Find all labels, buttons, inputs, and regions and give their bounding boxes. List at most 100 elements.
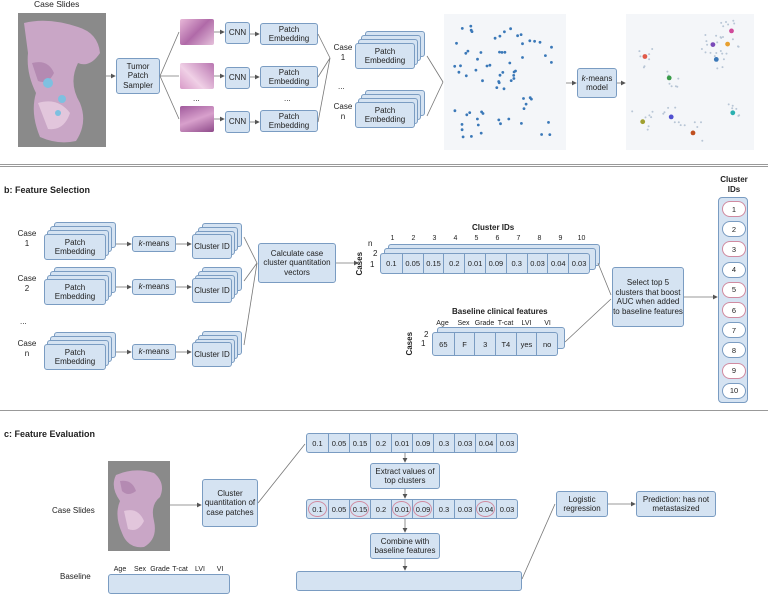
cluster-id-item: 3 xyxy=(722,241,746,258)
cluster-centroid xyxy=(729,28,734,34)
value-cell: 0.03 xyxy=(454,500,475,518)
clustered-point xyxy=(700,121,702,124)
clustered-point xyxy=(727,23,730,26)
stack-2-label: 2 xyxy=(373,249,378,258)
value-cell: 0.04 xyxy=(475,434,496,452)
value-cell: 0.04 xyxy=(547,254,568,273)
value-cell: 0.01 xyxy=(391,434,412,452)
clustered-point xyxy=(639,55,642,58)
embedding-point xyxy=(455,41,458,45)
column-header: Age xyxy=(113,566,127,573)
embedding-point xyxy=(538,40,542,44)
calculate-vectors-box: Calculate case cluster quantitation vect… xyxy=(258,243,336,283)
case-slide-image-a xyxy=(18,13,106,147)
clustered-point xyxy=(719,36,722,39)
embedding-point xyxy=(457,70,461,74)
embedding-point xyxy=(509,27,512,31)
panel-a-arrows xyxy=(106,29,626,125)
clustered-point xyxy=(638,50,641,53)
embedding-point xyxy=(479,131,483,135)
value-cell: 0.09 xyxy=(412,434,433,452)
prediction-box: Prediction: has not metastasized xyxy=(636,491,716,517)
patch-embedding-1: Patch Embedding xyxy=(260,23,318,45)
panel-c-feature-evaluation: c: Feature Evaluation Case Slides Cluste… xyxy=(0,410,768,594)
selected-value-circle xyxy=(476,501,495,517)
tissue-patch-2 xyxy=(180,63,214,89)
embedding-point xyxy=(516,34,519,38)
embedding-point xyxy=(547,121,550,124)
clustered-point xyxy=(732,19,735,22)
clustered-point xyxy=(737,45,739,48)
embedding-point xyxy=(533,39,536,43)
embedding-point xyxy=(524,102,528,106)
clustered-point xyxy=(722,36,724,38)
b-case-ellipsis: ... xyxy=(20,317,27,326)
cluster-centroid xyxy=(690,130,696,136)
embedding-point xyxy=(481,79,484,83)
clustered-point xyxy=(674,106,677,109)
clustered-point xyxy=(704,34,707,36)
tissue-patch-1 xyxy=(180,19,214,45)
clustered-point xyxy=(677,121,680,124)
b-cluster-id-stack-1: Cluster ID xyxy=(192,223,246,259)
clustered-point xyxy=(725,52,728,55)
embedding-point xyxy=(498,73,502,77)
value-cell: 0.03 xyxy=(496,434,517,452)
clustered-point xyxy=(648,114,651,117)
embedding-point xyxy=(512,77,516,80)
clustered-point xyxy=(670,85,673,88)
embedding-point xyxy=(476,117,479,121)
b-kmeans-2: k-means xyxy=(132,279,176,295)
case-ellipsis: ... xyxy=(338,82,345,91)
embedding-point xyxy=(470,135,473,138)
embedding-point xyxy=(488,63,492,67)
case-slides-label: Case Slides xyxy=(34,0,80,9)
embedding-scatter-plot xyxy=(444,14,566,150)
embedding-point xyxy=(540,133,543,136)
column-header: 8 xyxy=(537,235,542,242)
b-embedding-stack-1: Patch Embedding xyxy=(44,222,120,260)
extract-top-clusters-box: Extract values of top clusters xyxy=(370,463,440,489)
cnn-block-3: CNN xyxy=(225,111,250,133)
cnn-block-1: CNN xyxy=(225,22,250,44)
embedding-point xyxy=(507,117,511,121)
value-cell: 0.15 xyxy=(349,434,370,452)
value-cell: 0.05 xyxy=(328,500,349,518)
b-embedding-stack-2: Patch Embedding xyxy=(44,267,120,305)
b-kmeans-1: k-means xyxy=(132,236,176,252)
right-cluster-ids-title: Cluster IDs xyxy=(720,175,748,194)
value-cell: 65 xyxy=(439,339,448,349)
embedding-point xyxy=(461,135,465,139)
embedding-point xyxy=(519,33,523,36)
case-n-embedding-stack: Patch Embedding xyxy=(355,90,427,128)
cluster-id-item: 7 xyxy=(722,322,746,339)
column-header: VI xyxy=(544,320,551,327)
clustered-point xyxy=(668,82,671,85)
column-header: Sex xyxy=(457,320,470,327)
clustered-point xyxy=(715,52,718,54)
case-slide-image-c xyxy=(108,461,170,551)
patch-embedding-2: Patch Embedding xyxy=(260,66,318,88)
b-cluster-id-stack-2: Cluster ID xyxy=(192,267,246,303)
selected-value-circle xyxy=(392,501,411,517)
clustered-point xyxy=(648,58,651,61)
embedding-point xyxy=(502,87,506,91)
value-cell: 0.03 xyxy=(568,254,589,273)
embedding-point xyxy=(500,51,504,54)
cluster-id-item: 10 xyxy=(722,382,746,399)
column-header: 3 xyxy=(432,235,437,242)
embedding-point xyxy=(453,64,457,68)
embedding-point xyxy=(514,69,517,73)
value-cell: 0.09 xyxy=(485,254,506,273)
embedding-point xyxy=(464,74,468,78)
clustered-point xyxy=(721,66,724,69)
clustered-point xyxy=(713,55,716,58)
cluster-ids-title: Cluster IDs xyxy=(472,223,515,232)
clustered-scatter-plot xyxy=(626,14,754,150)
b-embedding-stack-n: Patch Embedding xyxy=(44,332,120,370)
clustered-point xyxy=(716,67,719,70)
embedding-point xyxy=(521,56,524,59)
tissue-patch-3 xyxy=(180,106,214,132)
